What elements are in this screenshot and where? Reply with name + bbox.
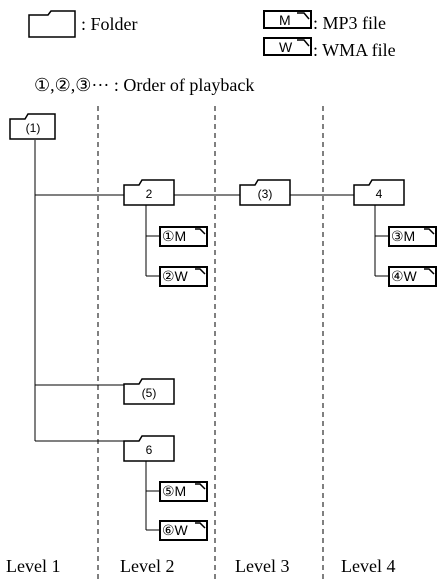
legend-wma-icon xyxy=(263,37,312,56)
level-label-4: Level 4 xyxy=(341,556,396,576)
level-label-1: Level 1 xyxy=(6,556,61,576)
legend-folder-label: : Folder xyxy=(81,14,138,34)
file-icon-5 xyxy=(159,481,208,502)
legend-mp3-icon xyxy=(263,10,312,29)
file-label-1: ①M xyxy=(162,228,187,244)
file-label-2: ②W xyxy=(162,268,188,284)
folder-icon-5 xyxy=(123,378,175,405)
legend-folder-icon xyxy=(28,10,76,38)
file-label-5: ⑤M xyxy=(162,483,187,499)
legend-wma-letter: W xyxy=(279,39,293,55)
tree-connectors xyxy=(34,140,389,531)
folder-label-5: (5) xyxy=(141,386,157,400)
folder-icon-3 xyxy=(239,179,291,206)
file-icon-6 xyxy=(159,520,208,541)
file-label-4: ④W xyxy=(391,268,417,284)
folder-label-3: (3) xyxy=(257,187,273,201)
file-label-3: ③M xyxy=(391,228,416,244)
legend-mp3-letter: M xyxy=(279,12,291,28)
level-label-3: Level 3 xyxy=(235,556,290,576)
legend-order-label: ①,②,③··· : Order of playback xyxy=(34,75,255,95)
file-icon-4 xyxy=(388,266,437,287)
folder-label-6: 6 xyxy=(145,443,153,457)
folder-label-2: 2 xyxy=(145,187,153,201)
folder-icon-2 xyxy=(123,179,175,206)
file-icon-2 xyxy=(159,266,208,287)
level-label-2: Level 2 xyxy=(120,556,175,576)
legend-mp3-label: : MP3 file xyxy=(313,13,387,33)
folder-label-1: (1) xyxy=(25,121,41,135)
folder-icon-4 xyxy=(353,179,405,206)
file-label-6: ⑥W xyxy=(162,522,188,538)
folder-label-4: 4 xyxy=(375,187,383,201)
folder-icon-6 xyxy=(123,435,175,462)
folder-icon-1 xyxy=(9,113,56,140)
file-icon-1 xyxy=(159,226,208,247)
legend-wma-label: : WMA file xyxy=(313,40,396,60)
file-icon-3 xyxy=(388,226,437,247)
